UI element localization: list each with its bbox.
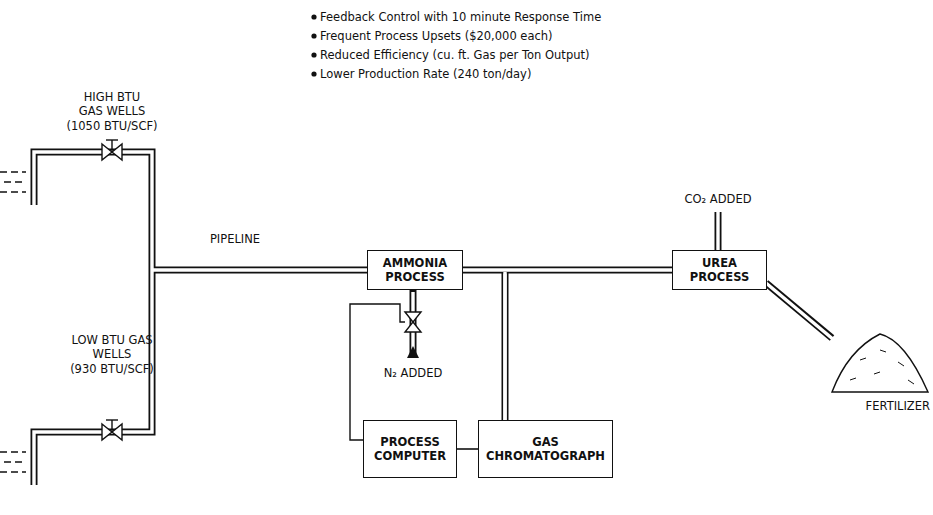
inlet-label: N₂ ADDED: [368, 366, 458, 380]
process-box: AMMONIA PROCESS: [367, 250, 463, 290]
water-surface: [0, 172, 26, 472]
box-text: GAS CHROMATOGRAPH: [485, 435, 606, 463]
well-label: LOW BTU GAS WELLS: [70, 333, 154, 361]
signal-line: [457, 449, 478, 450]
pipe-bore: [463, 268, 672, 271]
product-label: FERTILIZER: [838, 399, 930, 413]
box-text: UREA PROCESS: [679, 256, 760, 284]
n2-inlet-arrow: [407, 346, 419, 358]
connector-stroke: [463, 267, 672, 274]
note-text: Lower Production Rate (240 ton/day): [320, 67, 720, 81]
note-text: Frequent Process Upsets ($20,000 each): [320, 29, 720, 43]
note-text: Feedback Control with 10 minute Response…: [320, 10, 720, 24]
bullet-dot: [311, 14, 316, 76]
inlet-label: CO₂ ADDED: [660, 192, 776, 206]
well-label: (930 BTU/SCF): [47, 362, 177, 376]
box-text: AMMONIA PROCESS: [374, 256, 456, 284]
well-label: HIGH BTU GAS WELLS: [70, 90, 154, 118]
gas-valve: [102, 140, 421, 440]
process-box: UREA PROCESS: [672, 250, 767, 290]
well-label: (1050 BTU/SCF): [47, 119, 177, 133]
pipe-label: PIPELINE: [190, 232, 280, 246]
pipe-outer: [34, 152, 832, 485]
fertilizer-pile: [832, 334, 928, 392]
analyzer-box: GAS CHROMATOGRAPH: [478, 420, 613, 478]
pipe-bore: [503, 272, 506, 420]
connector-stroke: [457, 448, 478, 450]
process-pipe: [463, 270, 672, 271]
pipe-inner: [34, 152, 834, 485]
computer-box: PROCESS COMPUTER: [363, 420, 457, 478]
box-text: PROCESS COMPUTER: [370, 435, 450, 463]
note-text: Reduced Efficiency (cu. ft. Gas per Ton …: [320, 48, 720, 62]
